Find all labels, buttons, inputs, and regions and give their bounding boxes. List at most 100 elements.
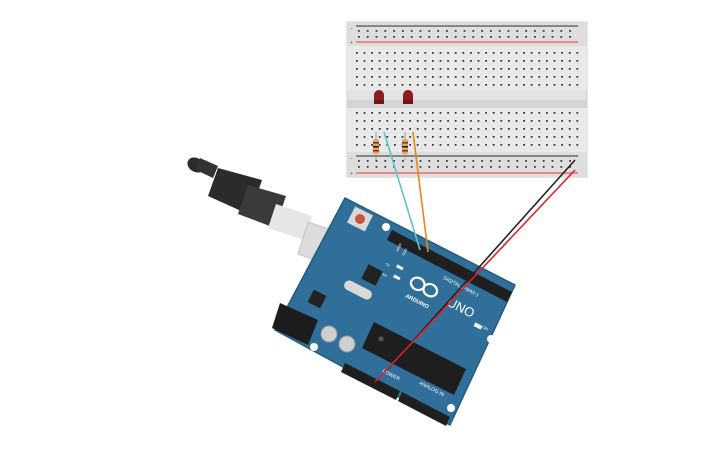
terminal-hole[interactable] xyxy=(363,52,366,54)
rail-hole[interactable] xyxy=(384,30,387,32)
terminal-hole[interactable] xyxy=(515,128,518,130)
terminal-hole[interactable] xyxy=(553,112,556,114)
rail-hole[interactable] xyxy=(384,36,387,38)
terminal-hole[interactable] xyxy=(409,52,411,54)
terminal-hole[interactable] xyxy=(394,84,396,86)
terminal-hole[interactable] xyxy=(378,52,381,54)
terminal-hole[interactable] xyxy=(568,128,571,130)
terminal-hole[interactable] xyxy=(508,136,510,138)
rail-hole[interactable] xyxy=(525,160,527,162)
rail-hole[interactable] xyxy=(534,160,536,162)
terminal-hole[interactable] xyxy=(424,128,427,130)
terminal-hole[interactable] xyxy=(492,76,495,78)
rail-hole[interactable] xyxy=(516,30,519,32)
terminal-hole[interactable] xyxy=(477,68,480,70)
rail-hole[interactable] xyxy=(446,160,448,162)
rail-hole[interactable] xyxy=(402,30,404,32)
terminal-hole[interactable] xyxy=(530,68,533,70)
terminal-hole[interactable] xyxy=(492,60,495,62)
terminal-hole[interactable] xyxy=(462,68,465,70)
terminal-hole[interactable] xyxy=(439,60,442,62)
terminal-hole[interactable] xyxy=(378,84,381,86)
terminal-hole[interactable] xyxy=(538,112,541,114)
terminal-hole[interactable] xyxy=(356,144,358,146)
rail-hole[interactable] xyxy=(358,160,360,162)
terminal-hole[interactable] xyxy=(371,112,373,114)
terminal-hole[interactable] xyxy=(492,128,495,130)
terminal-hole[interactable] xyxy=(508,60,510,62)
terminal-hole[interactable] xyxy=(409,112,411,114)
rail-hole[interactable] xyxy=(569,166,571,168)
terminal-hole[interactable] xyxy=(477,52,480,54)
rail-hole[interactable] xyxy=(437,166,439,168)
terminal-hole[interactable] xyxy=(470,112,472,114)
reset-button-cap[interactable] xyxy=(355,214,365,224)
terminal-hole[interactable] xyxy=(477,60,480,62)
rail-hole[interactable] xyxy=(375,36,378,38)
terminal-hole[interactable] xyxy=(515,112,518,114)
terminal-hole[interactable] xyxy=(356,84,358,86)
rail-hole[interactable] xyxy=(358,30,360,32)
rail-hole[interactable] xyxy=(375,30,378,32)
terminal-hole[interactable] xyxy=(576,60,579,62)
terminal-hole[interactable] xyxy=(485,128,487,130)
terminal-hole[interactable] xyxy=(530,76,533,78)
rail-hole[interactable] xyxy=(481,30,483,32)
terminal-hole[interactable] xyxy=(515,68,518,70)
terminal-hole[interactable] xyxy=(363,112,366,114)
terminal-hole[interactable] xyxy=(515,76,518,78)
rail-hole[interactable] xyxy=(366,166,369,168)
rail-hole[interactable] xyxy=(410,30,413,32)
terminal-hole[interactable] xyxy=(515,52,518,54)
terminal-hole[interactable] xyxy=(386,68,389,70)
terminal-hole[interactable] xyxy=(447,120,449,122)
terminal-hole[interactable] xyxy=(371,68,373,70)
terminal-hole[interactable] xyxy=(432,120,434,122)
terminal-hole[interactable] xyxy=(409,120,411,122)
rail-hole[interactable] xyxy=(358,36,360,38)
rail-hole[interactable] xyxy=(551,30,554,32)
terminal-hole[interactable] xyxy=(447,136,449,138)
terminal-hole[interactable] xyxy=(576,120,579,122)
terminal-hole[interactable] xyxy=(378,128,381,130)
terminal-hole[interactable] xyxy=(546,120,548,122)
terminal-hole[interactable] xyxy=(553,60,556,62)
terminal-hole[interactable] xyxy=(416,112,419,114)
terminal-hole[interactable] xyxy=(538,144,541,146)
terminal-hole[interactable] xyxy=(386,84,389,86)
terminal-hole[interactable] xyxy=(439,68,442,70)
analog-header[interactable] xyxy=(398,392,450,426)
terminal-hole[interactable] xyxy=(561,120,563,122)
rail-hole[interactable] xyxy=(366,36,369,38)
rail-hole[interactable] xyxy=(454,30,457,32)
rail-hole[interactable] xyxy=(516,160,519,162)
rail-hole[interactable] xyxy=(490,160,492,162)
rail-hole[interactable] xyxy=(498,166,501,168)
rail-hole[interactable] xyxy=(551,166,554,168)
terminal-hole[interactable] xyxy=(371,128,373,130)
wire-red[interactable] xyxy=(374,169,576,383)
rail-hole[interactable] xyxy=(437,36,439,38)
terminal-hole[interactable] xyxy=(515,144,518,146)
terminal-hole[interactable] xyxy=(432,112,434,114)
terminal-hole[interactable] xyxy=(432,144,434,146)
terminal-hole[interactable] xyxy=(470,128,472,130)
rail-hole[interactable] xyxy=(410,166,413,168)
terminal-hole[interactable] xyxy=(538,76,541,78)
terminal-hole[interactable] xyxy=(568,76,571,78)
terminal-hole[interactable] xyxy=(462,52,465,54)
rail-hole[interactable] xyxy=(419,160,422,162)
terminal-hole[interactable] xyxy=(568,136,571,138)
terminal-hole[interactable] xyxy=(553,120,556,122)
terminal-hole[interactable] xyxy=(485,120,487,122)
terminal-hole[interactable] xyxy=(447,112,449,114)
terminal-hole[interactable] xyxy=(538,128,541,130)
terminal-hole[interactable] xyxy=(530,120,533,122)
terminal-hole[interactable] xyxy=(378,112,381,114)
terminal-hole[interactable] xyxy=(515,60,518,62)
terminal-hole[interactable] xyxy=(568,84,571,86)
terminal-hole[interactable] xyxy=(500,112,503,114)
terminal-hole[interactable] xyxy=(576,52,579,54)
terminal-hole[interactable] xyxy=(386,112,389,114)
rail-hole[interactable] xyxy=(384,166,387,168)
